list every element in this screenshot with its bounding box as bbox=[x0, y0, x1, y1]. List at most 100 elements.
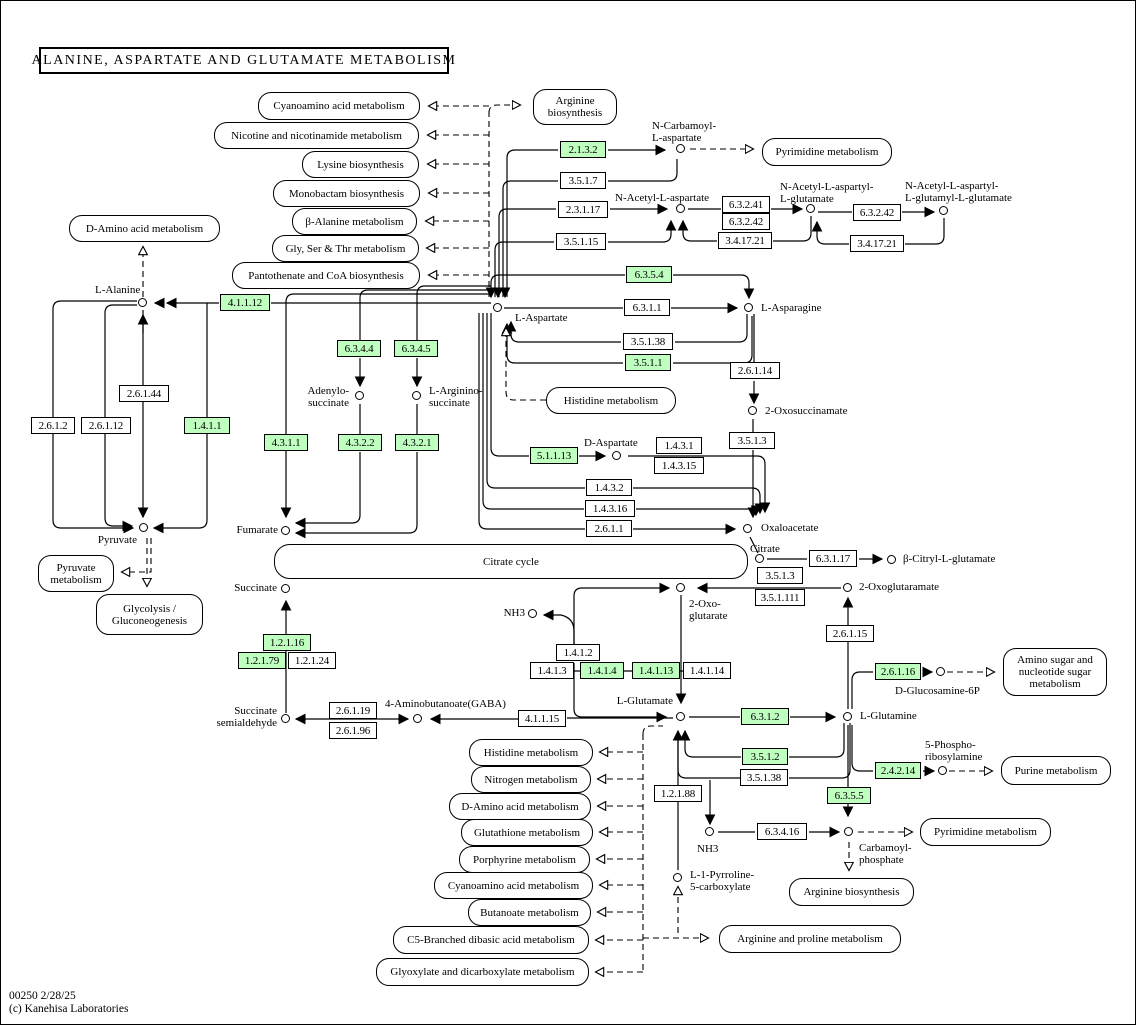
pathway-box-c5-branched[interactable]: C5-Branched dibasic acid metabolism bbox=[393, 926, 589, 954]
enzyme-box-3.5.1.2[interactable]: 3.5.1.2 bbox=[742, 748, 788, 765]
pathway-box-butanoate[interactable]: Butanoate metabolism bbox=[468, 899, 591, 926]
enzyme-box-6.3.1.17[interactable]: 6.3.1.17 bbox=[809, 550, 857, 567]
enzyme-box-2.6.1.16[interactable]: 2.6.1.16 bbox=[875, 663, 921, 680]
pathway-box-gly-ser-thr[interactable]: Gly, Ser & Thr metabolism bbox=[272, 235, 419, 262]
enzyme-box-6.3.4.5[interactable]: 6.3.4.5 bbox=[394, 340, 438, 357]
compound-beta-citryl-l-glutamate[interactable] bbox=[887, 555, 896, 564]
enzyme-box-6.3.2.42[interactable]: 6.3.2.42 bbox=[722, 213, 770, 230]
enzyme-box-1.4.3.1[interactable]: 1.4.3.1 bbox=[656, 437, 702, 454]
compound-succinate[interactable] bbox=[281, 584, 290, 593]
pathway-box-lysine[interactable]: Lysine biosynthesis bbox=[302, 151, 419, 178]
enzyme-box-1.4.1.4[interactable]: 1.4.1.4 bbox=[580, 662, 624, 679]
enzyme-box-4.3.1.1[interactable]: 4.3.1.1 bbox=[264, 434, 308, 451]
pathway-box-histidine-bottom[interactable]: Histidine metabolism bbox=[469, 739, 593, 766]
enzyme-box-1.4.1.13[interactable]: 1.4.1.13 bbox=[632, 662, 680, 679]
compound-gaba[interactable] bbox=[413, 714, 422, 723]
compound-l-1-pyrroline-5-carboxylate[interactable] bbox=[673, 873, 682, 882]
enzyme-box-4.3.2.2[interactable]: 4.3.2.2 bbox=[338, 434, 382, 451]
enzyme-box-6.3.2.42[interactable]: 6.3.2.42 bbox=[853, 204, 901, 221]
pathway-box-histidine-mid[interactable]: Histidine metabolism bbox=[546, 387, 676, 414]
pathway-box-cyanoamino-top[interactable]: Cyanoamino acid metabolism bbox=[258, 92, 420, 120]
compound-n-acetyl-l-aspartate[interactable] bbox=[676, 204, 685, 213]
compound-5-phospho-ribosylamine[interactable] bbox=[938, 766, 947, 775]
enzyme-box-3.5.1.1[interactable]: 3.5.1.1 bbox=[625, 354, 671, 371]
enzyme-box-3.4.17.21[interactable]: 3.4.17.21 bbox=[718, 232, 772, 249]
pathway-box-amino-sugar[interactable]: Amino sugar and nucleotide sugar metabol… bbox=[1003, 648, 1107, 696]
compound-fumarate[interactable] bbox=[281, 526, 290, 535]
compound-l-asparagine[interactable] bbox=[744, 303, 753, 312]
enzyme-box-2.6.1.15[interactable]: 2.6.1.15 bbox=[826, 625, 874, 642]
enzyme-box-1.4.1.14[interactable]: 1.4.1.14 bbox=[683, 662, 731, 679]
enzyme-box-3.5.1.111[interactable]: 3.5.1.111 bbox=[755, 589, 805, 606]
enzyme-box-2.6.1.19[interactable]: 2.6.1.19 bbox=[329, 702, 377, 719]
enzyme-box-2.6.1.2[interactable]: 2.6.1.2 bbox=[31, 417, 75, 434]
enzyme-box-6.3.1.1[interactable]: 6.3.1.1 bbox=[624, 299, 670, 316]
pathway-box-nicotine[interactable]: Nicotine and nicotinamide metabolism bbox=[214, 122, 419, 149]
enzyme-box-1.2.1.88[interactable]: 1.2.1.88 bbox=[654, 785, 702, 802]
pathway-box-beta-alanine[interactable]: β-Alanine metabolism bbox=[292, 208, 417, 235]
enzyme-box-1.4.1.3[interactable]: 1.4.1.3 bbox=[530, 662, 574, 679]
enzyme-box-4.1.1.15[interactable]: 4.1.1.15 bbox=[518, 710, 566, 727]
compound-2-oxosuccinamate[interactable] bbox=[748, 406, 757, 415]
enzyme-box-2.6.1.96[interactable]: 2.6.1.96 bbox=[329, 722, 377, 739]
enzyme-box-6.3.4.16[interactable]: 6.3.4.16 bbox=[757, 823, 807, 840]
compound-succinate-semialdehyde[interactable] bbox=[281, 714, 290, 723]
compound-oxaloacetate[interactable] bbox=[743, 524, 752, 533]
pathway-box-pantothenate[interactable]: Pantothenate and CoA biosynthesis bbox=[232, 262, 420, 289]
enzyme-box-5.1.1.13[interactable]: 5.1.1.13 bbox=[530, 447, 578, 464]
pathway-box-pyrimidine-top[interactable]: Pyrimidine metabolism bbox=[762, 138, 892, 166]
compound-carbamoyl-phosphate[interactable] bbox=[844, 827, 853, 836]
pathway-box-glutathione[interactable]: Glutathione metabolism bbox=[461, 819, 593, 846]
pathway-box-porphyrine[interactable]: Porphyrine metabolism bbox=[459, 846, 590, 873]
compound-d-glucosamine-6p[interactable] bbox=[936, 667, 945, 676]
pathway-box-glycolysis[interactable]: Glycolysis / Gluconeogenesis bbox=[96, 594, 203, 635]
enzyme-box-2.4.2.14[interactable]: 2.4.2.14 bbox=[875, 762, 921, 779]
pathway-box-arginine-proline[interactable]: Arginine and proline metabolism bbox=[719, 925, 901, 953]
compound-adenylosuccinate[interactable] bbox=[355, 391, 364, 400]
compound-nh3-lower[interactable] bbox=[705, 827, 714, 836]
compound-l-aspartate[interactable] bbox=[493, 303, 502, 312]
pathway-box-cyanoamino-bottom[interactable]: Cyanoamino acid metabolism bbox=[434, 872, 593, 899]
compound-nh3-upper[interactable] bbox=[528, 609, 537, 618]
compound-d-aspartate[interactable] bbox=[612, 451, 621, 460]
enzyme-box-1.4.1.1[interactable]: 1.4.1.1 bbox=[184, 417, 230, 434]
enzyme-box-6.3.5.4[interactable]: 6.3.5.4 bbox=[626, 266, 672, 283]
compound-pyruvate[interactable] bbox=[139, 523, 148, 532]
enzyme-box-2.6.1.14[interactable]: 2.6.1.14 bbox=[730, 362, 780, 379]
enzyme-box-2.1.3.2[interactable]: 2.1.3.2 bbox=[560, 141, 606, 158]
pathway-box-pyrimidine-bottom[interactable]: Pyrimidine metabolism bbox=[920, 818, 1051, 846]
pathway-box-purine[interactable]: Purine metabolism bbox=[1001, 756, 1111, 785]
enzyme-box-2.6.1.1[interactable]: 2.6.1.1 bbox=[586, 520, 632, 537]
enzyme-box-1.2.1.24[interactable]: 1.2.1.24 bbox=[288, 652, 336, 669]
enzyme-box-6.3.5.5[interactable]: 6.3.5.5 bbox=[827, 787, 871, 804]
pathway-box-pyruvate-metabolism[interactable]: Pyruvate metabolism bbox=[38, 555, 114, 592]
compound-citrate[interactable] bbox=[755, 554, 764, 563]
enzyme-box-4.3.2.1[interactable]: 4.3.2.1 bbox=[395, 434, 439, 451]
pathway-box-citrate-cycle[interactable]: Citrate cycle bbox=[274, 544, 748, 579]
compound-n-acetyl-l-aspartyl-l-glutamyl-l-glutamate[interactable] bbox=[939, 206, 948, 215]
pathway-box-glyoxylate[interactable]: Glyoxylate and dicarboxylate metabolism bbox=[376, 958, 589, 986]
enzyme-box-2.3.1.17[interactable]: 2.3.1.17 bbox=[558, 201, 608, 218]
enzyme-box-3.5.1.15[interactable]: 3.5.1.15 bbox=[556, 233, 606, 250]
enzyme-box-2.6.1.12[interactable]: 2.6.1.12 bbox=[81, 417, 131, 434]
compound-l-alanine[interactable] bbox=[138, 298, 147, 307]
compound-2-oxoglutaramate[interactable] bbox=[843, 583, 852, 592]
enzyme-box-1.2.1.16[interactable]: 1.2.1.16 bbox=[263, 634, 311, 651]
pathway-box-nitrogen[interactable]: Nitrogen metabolism bbox=[471, 766, 591, 793]
enzyme-box-3.5.1.38[interactable]: 3.5.1.38 bbox=[623, 333, 673, 350]
enzyme-box-1.2.1.79[interactable]: 1.2.1.79 bbox=[238, 652, 286, 669]
compound-n-acetyl-l-aspartyl-l-glutamate[interactable] bbox=[806, 204, 815, 213]
pathway-box-arginine-biosynthesis-top[interactable]: Arginine biosynthesis bbox=[533, 89, 617, 125]
enzyme-box-1.4.3.15[interactable]: 1.4.3.15 bbox=[654, 457, 704, 474]
pathway-box-d-amino-bottom[interactable]: D-Amino acid metabolism bbox=[449, 793, 591, 820]
pathway-box-d-amino-top[interactable]: D-Amino acid metabolism bbox=[69, 215, 220, 242]
compound-n-carbamoyl-l-aspartate[interactable] bbox=[676, 144, 685, 153]
enzyme-box-1.4.1.2[interactable]: 1.4.1.2 bbox=[556, 644, 600, 661]
enzyme-box-3.5.1.3[interactable]: 3.5.1.3 bbox=[729, 432, 775, 449]
enzyme-box-2.6.1.44[interactable]: 2.6.1.44 bbox=[119, 385, 169, 402]
enzyme-box-3.5.1.7[interactable]: 3.5.1.7 bbox=[560, 172, 606, 189]
compound-2-oxoglutarate[interactable] bbox=[676, 583, 685, 592]
enzyme-box-3.5.1.3[interactable]: 3.5.1.3 bbox=[757, 567, 803, 584]
enzyme-box-6.3.4.4[interactable]: 6.3.4.4 bbox=[337, 340, 381, 357]
enzyme-box-3.4.17.21[interactable]: 3.4.17.21 bbox=[850, 235, 904, 252]
